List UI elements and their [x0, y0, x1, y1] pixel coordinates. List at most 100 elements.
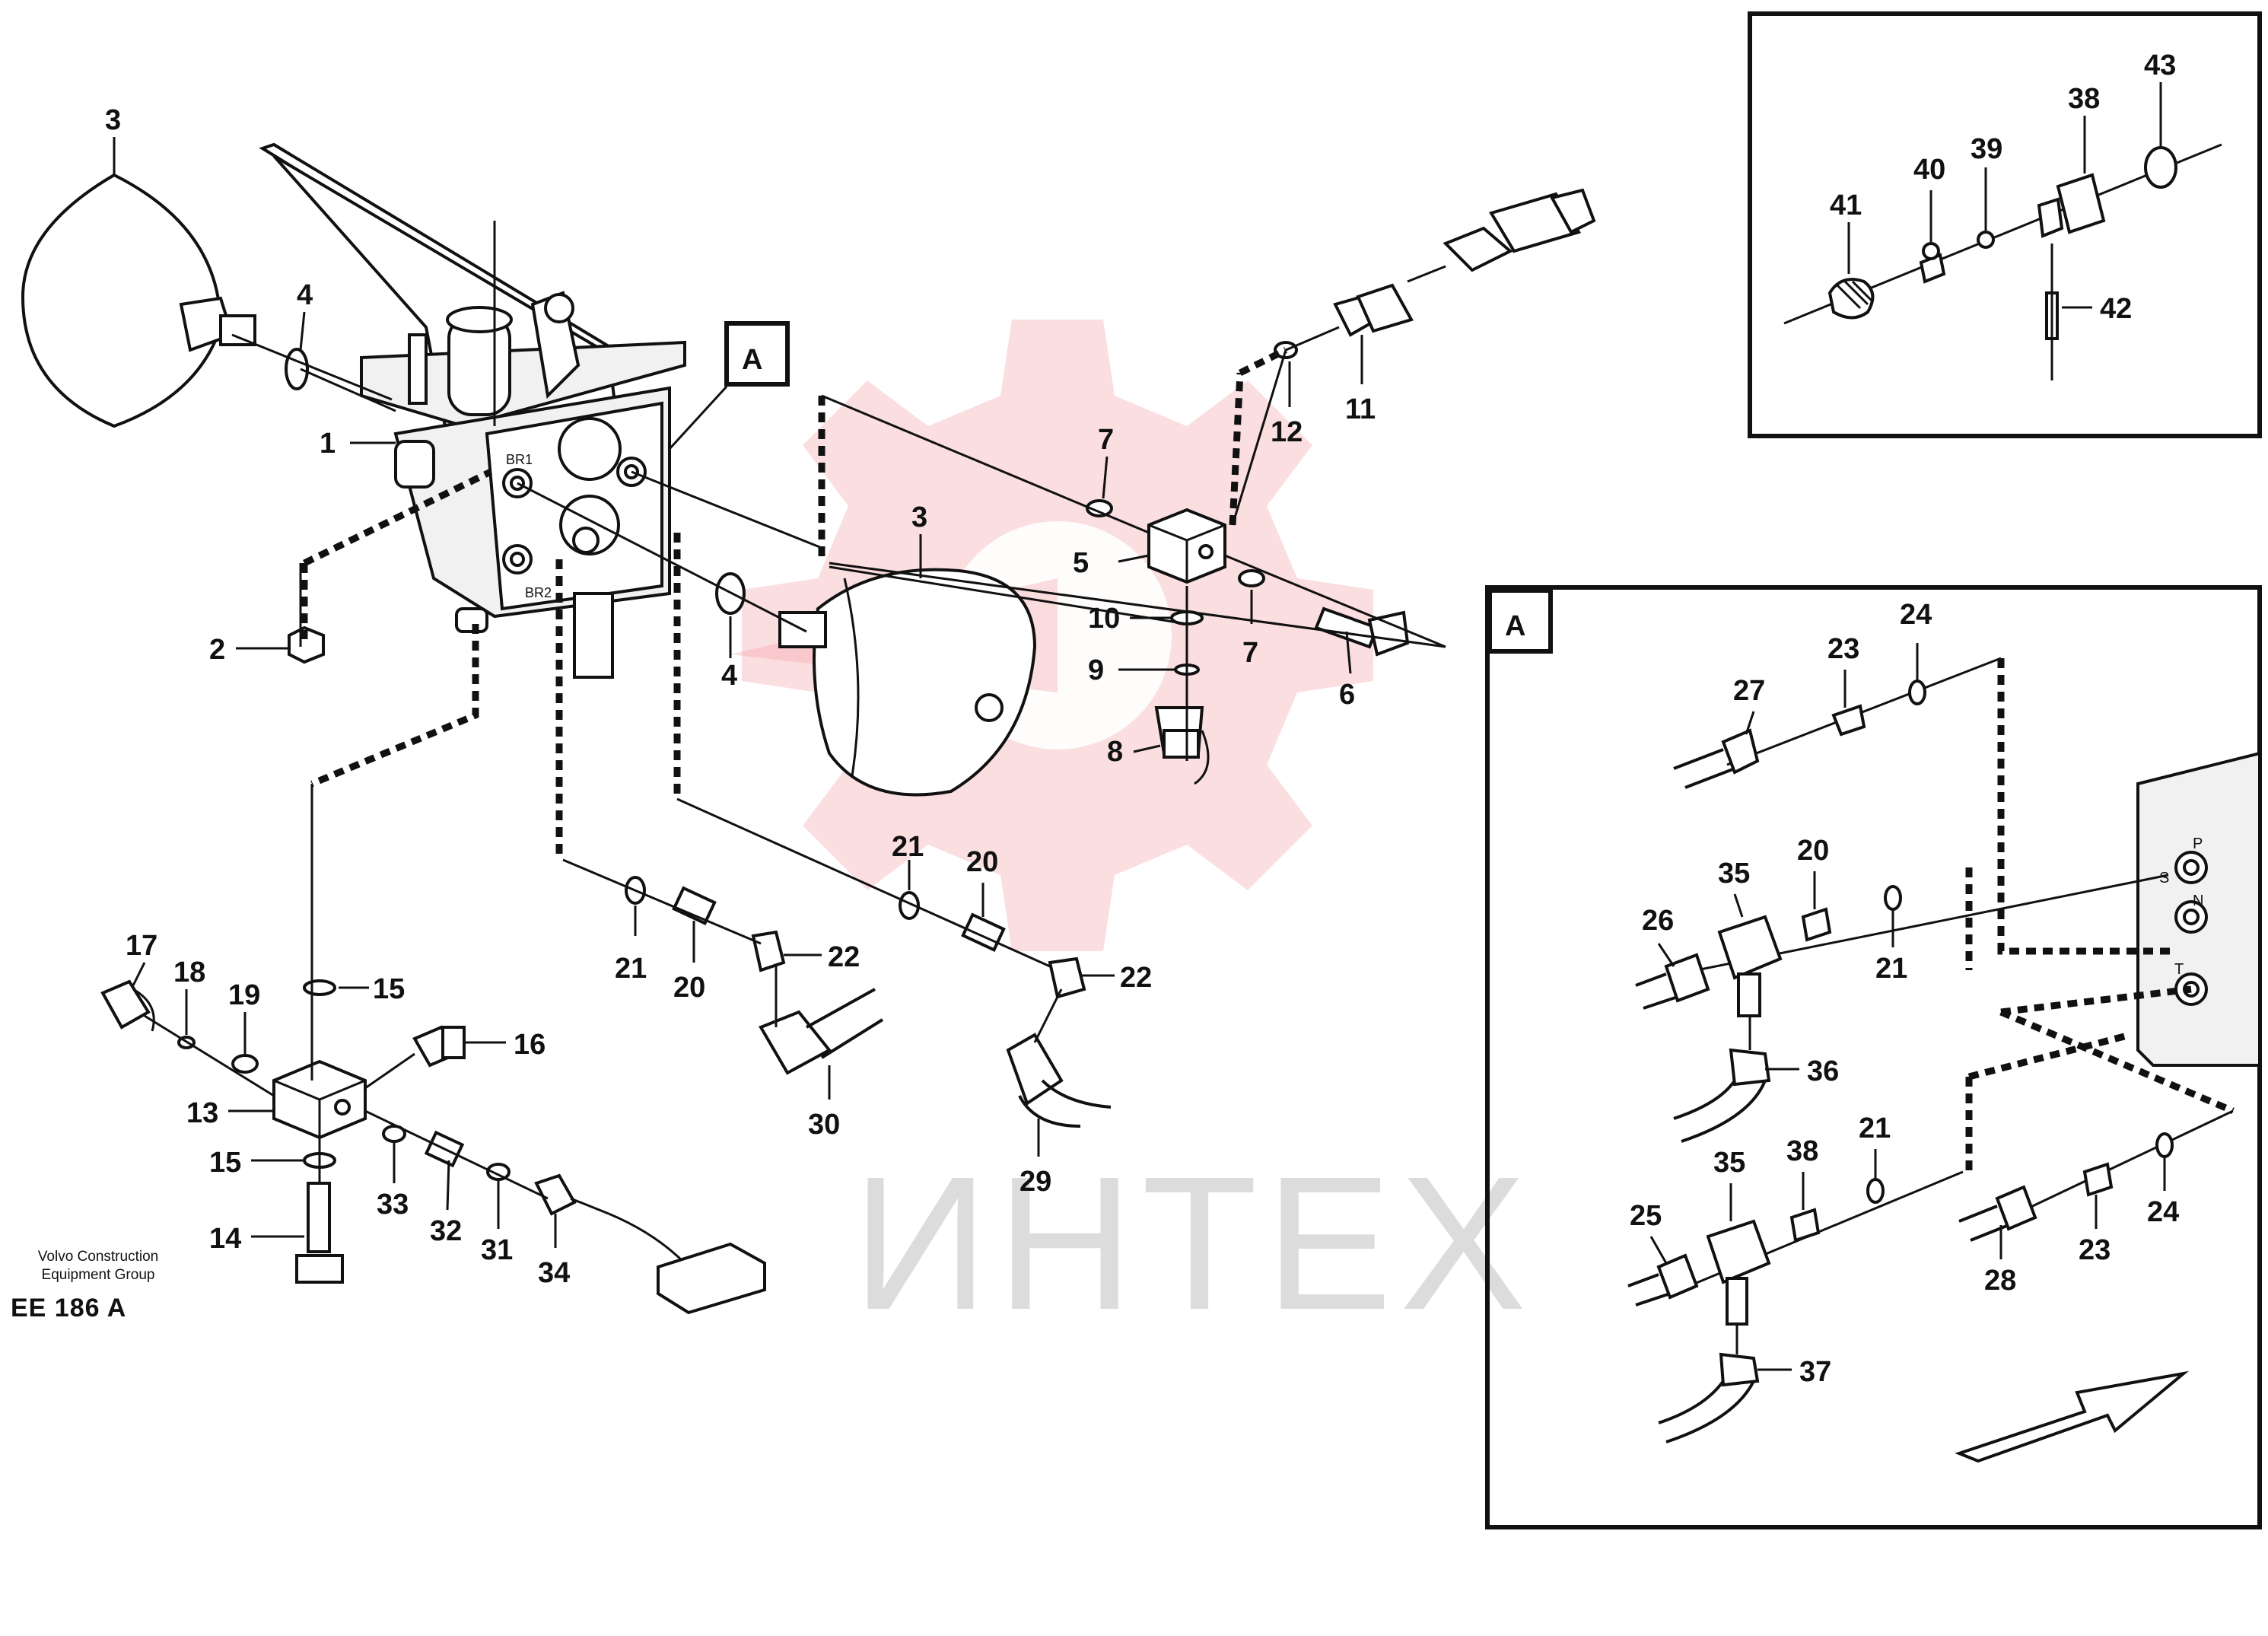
callout-9: 9 — [1088, 654, 1104, 686]
accumulator-center — [778, 568, 1037, 797]
callout-19: 19 — [228, 979, 260, 1011]
callout-43: 43 — [2144, 49, 2176, 81]
callout-22b: 22 — [1120, 962, 1152, 994]
inset-valve-parts — [1783, 143, 2222, 380]
callout-13: 13 — [186, 1097, 218, 1129]
callout-3a: 3 — [105, 104, 121, 136]
washer-15a — [303, 979, 336, 996]
callout-21a: 21 — [615, 953, 647, 985]
callout-32: 32 — [430, 1215, 462, 1247]
callout-11: 11 — [1345, 393, 1376, 425]
callout-23a: 23 — [1827, 633, 1859, 665]
dashed-lines — [301, 346, 1288, 860]
o-ring-4a — [285, 348, 309, 390]
plug-16 — [412, 1025, 466, 1068]
footer-company-name: Volvo Construction Equipment Group — [11, 1248, 186, 1284]
callout-24b: 24 — [2147, 1196, 2179, 1228]
callout-39: 39 — [1971, 133, 2002, 165]
callout-28: 28 — [1984, 1265, 2016, 1297]
callout-21c: 21 — [1875, 953, 1907, 985]
detail-a-valve-body: P S N T — [2136, 751, 2261, 1067]
callout-5: 5 — [1073, 547, 1089, 579]
callout-20b: 20 — [966, 846, 998, 878]
callout-27: 27 — [1733, 675, 1765, 707]
washer-19 — [231, 1054, 259, 1074]
callout-30: 30 — [808, 1109, 840, 1141]
inset-valve-detail — [1748, 11, 2262, 438]
callout-a-detail: A — [1505, 610, 1525, 642]
view-direction-arrow-icon — [1955, 1370, 2190, 1463]
washer-21b — [899, 891, 920, 920]
elbow-22a — [751, 930, 786, 972]
callout-35a: 35 — [1718, 858, 1750, 890]
detail-a-leaders — [1649, 643, 2166, 1371]
footer-company-line1: Volvo Construction — [37, 1249, 159, 1265]
callout-10: 10 — [1088, 603, 1120, 635]
callout-24a: 24 — [1900, 599, 1932, 631]
callout-35b: 35 — [1713, 1147, 1745, 1179]
port-mark-br1: BR1 — [506, 452, 533, 467]
banjo-bolt-14 — [295, 1182, 344, 1284]
callout-15a: 15 — [373, 973, 405, 1005]
callout-42: 42 — [2100, 293, 2132, 325]
callout-7a: 7 — [1098, 424, 1114, 456]
adapter-20a — [672, 886, 717, 925]
callout-4a: 4 — [297, 279, 313, 311]
pressure-switch-11 — [1333, 188, 1596, 337]
brake-pedal-valve: BR1 BR2 — [259, 142, 686, 679]
nut-2 — [288, 625, 325, 664]
hose-30 — [759, 988, 884, 1075]
accumulator-left — [21, 173, 256, 428]
callout-21b: 21 — [892, 831, 924, 863]
connection-lines — [144, 326, 1446, 1200]
callout-2: 2 — [209, 634, 225, 666]
callout-29: 29 — [1019, 1166, 1051, 1198]
callout-14: 14 — [209, 1223, 241, 1255]
inset-leaders — [1847, 82, 2162, 309]
callout-6: 6 — [1339, 679, 1355, 711]
callout-38b: 38 — [1786, 1135, 1818, 1167]
callout-1: 1 — [320, 428, 336, 460]
callout-20c: 20 — [1797, 835, 1829, 867]
port-mark-p: P — [2193, 836, 2203, 852]
adapter-20b — [961, 912, 1006, 952]
callout-3b: 3 — [911, 501, 927, 533]
leader-lines — [113, 137, 1363, 1248]
callout-12: 12 — [1271, 416, 1303, 448]
callout-4b: 4 — [721, 660, 737, 692]
callout-21d: 21 — [1859, 1112, 1891, 1144]
footer-company-line2: Equipment Group — [41, 1267, 155, 1283]
callout-18: 18 — [173, 956, 205, 988]
port-mark-n: N — [2193, 893, 2203, 909]
washer-7a — [1086, 499, 1113, 517]
callout-36: 36 — [1807, 1055, 1839, 1087]
callout-a-main: A — [742, 344, 762, 376]
part-callouts: 3 4 1 2 A 3 4 7 5 7 10 9 8 6 12 11 21 20… — [105, 49, 2179, 1388]
port-mark-br2: BR2 — [525, 585, 552, 600]
callout-41: 41 — [1830, 189, 1862, 221]
hose-29 — [1006, 1033, 1112, 1128]
callout-16: 16 — [514, 1029, 546, 1061]
callout-a-box-detail — [1487, 588, 1553, 654]
cap-17 — [100, 979, 155, 1032]
callout-a-box-main — [724, 321, 790, 387]
callout-17: 17 — [126, 930, 157, 962]
callout-34: 34 — [538, 1257, 570, 1289]
callout-33: 33 — [377, 1189, 409, 1221]
callout-26: 26 — [1642, 905, 1674, 937]
callout-15b: 15 — [209, 1147, 241, 1179]
callout-8: 8 — [1107, 736, 1123, 768]
callout-22a: 22 — [828, 941, 860, 973]
detail-a-dashed-lines — [1965, 658, 2235, 1172]
bolt-6 — [1314, 606, 1410, 657]
sensor-34 — [534, 1173, 766, 1315]
washer-7b — [1238, 569, 1265, 587]
port-mark-t: T — [2174, 961, 2184, 978]
elbow-22b — [1048, 956, 1086, 999]
callout-7b: 7 — [1242, 637, 1258, 669]
watermark-text: ИНТЕХ — [852, 1137, 1534, 1349]
callout-20a: 20 — [673, 972, 705, 1004]
footer-drawing-code: EE 186 A — [11, 1294, 127, 1322]
callout-38a: 38 — [2068, 83, 2100, 115]
